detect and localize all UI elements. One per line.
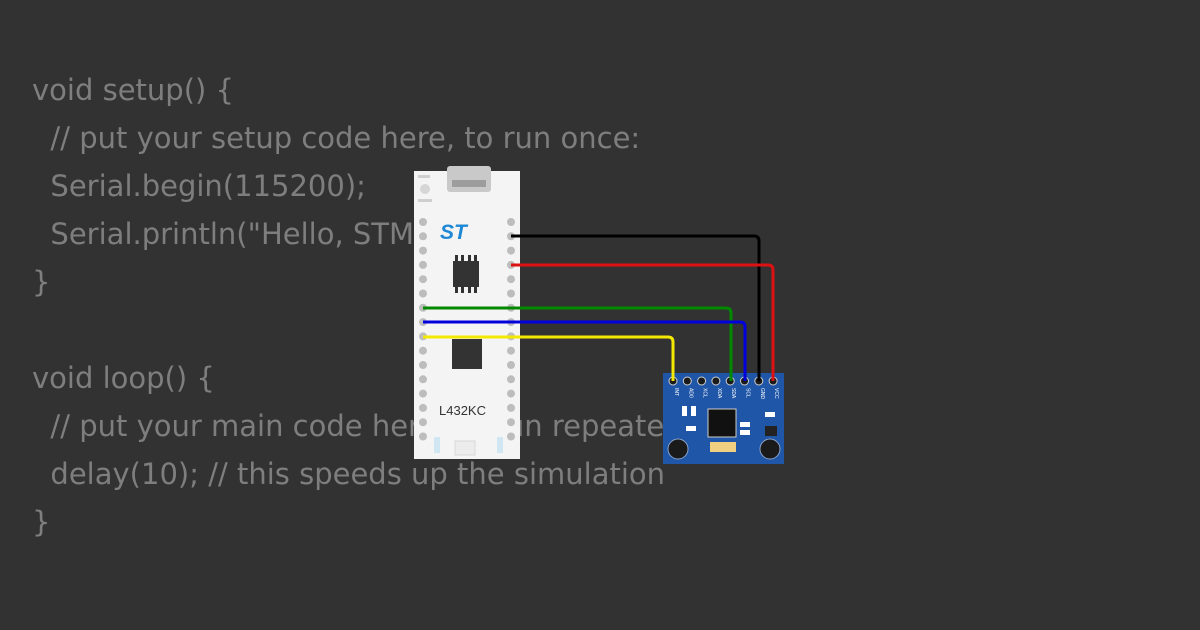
header-pin[interactable] bbox=[419, 232, 427, 241]
sensor-pin-label: INT bbox=[673, 388, 679, 396]
header-pin[interactable] bbox=[507, 389, 515, 398]
code-line: } bbox=[32, 505, 51, 539]
code-line: } bbox=[32, 265, 51, 299]
sensor-pin[interactable] bbox=[697, 376, 707, 386]
header-pin[interactable] bbox=[419, 418, 427, 427]
led-icon bbox=[418, 199, 432, 202]
mcu-chip bbox=[452, 339, 482, 369]
jumper-icon bbox=[497, 437, 503, 453]
reset-button-icon[interactable] bbox=[420, 184, 430, 194]
header-pin[interactable] bbox=[507, 418, 515, 427]
header-pin[interactable] bbox=[507, 375, 515, 384]
sensor-pin-label: GND bbox=[759, 388, 765, 400]
capacitor-icon bbox=[710, 442, 736, 452]
board-pins-right bbox=[507, 218, 515, 441]
header-pin[interactable] bbox=[419, 432, 427, 441]
jumper-icon bbox=[434, 437, 440, 453]
mount-hole-icon bbox=[667, 438, 689, 460]
sensor-pin-label: AD0 bbox=[687, 388, 693, 398]
wire-gnd[interactable] bbox=[511, 234, 761, 381]
header-pin[interactable] bbox=[419, 361, 427, 369]
regulator-icon bbox=[765, 426, 777, 436]
header-pin[interactable] bbox=[419, 260, 427, 269]
smd-components bbox=[682, 406, 775, 435]
usb-connector bbox=[447, 166, 491, 192]
sensor-pin-label: VCC bbox=[773, 388, 779, 399]
header-pin[interactable] bbox=[507, 432, 515, 441]
wire-sda[interactable] bbox=[423, 306, 733, 381]
button-icon bbox=[454, 440, 476, 456]
mpu6050-sensor[interactable]: INT AD0 XCL XDA SDA SCL GND VCC bbox=[663, 373, 784, 464]
usb-port-icon bbox=[452, 180, 486, 187]
wires bbox=[423, 234, 775, 381]
header-pin[interactable] bbox=[507, 218, 515, 226]
led-icon bbox=[418, 175, 430, 178]
header-pin[interactable] bbox=[507, 275, 515, 284]
flash-chip bbox=[453, 261, 479, 287]
stm32-nucleo-board[interactable]: ST L432KC bbox=[414, 166, 520, 459]
wire-vcc[interactable] bbox=[511, 263, 775, 381]
code-line: void setup() { bbox=[32, 73, 234, 107]
mount-hole-icon bbox=[759, 438, 781, 460]
header-pin[interactable] bbox=[507, 403, 515, 412]
header-pin[interactable] bbox=[419, 275, 427, 284]
code-line: void loop() { bbox=[32, 361, 215, 395]
sensor-pin-label: SCL bbox=[745, 388, 751, 398]
sensor-pin-label: SDA bbox=[730, 388, 736, 399]
wire-scl[interactable] bbox=[423, 320, 747, 381]
sensor-pins: INT AD0 XCL XDA SDA SCL GND VCC bbox=[668, 376, 779, 400]
sensor-pin-label: XDA bbox=[716, 388, 722, 399]
sensor-pin-label: XCL bbox=[702, 388, 708, 398]
header-pin[interactable] bbox=[507, 289, 515, 298]
code-line: Serial.begin(115200); bbox=[32, 169, 366, 203]
header-pin[interactable] bbox=[419, 346, 427, 355]
sensor-pin[interactable] bbox=[682, 376, 692, 386]
chip-pins bbox=[455, 255, 477, 293]
sensor-chip bbox=[707, 408, 737, 438]
header-pin[interactable] bbox=[419, 375, 427, 384]
header-pin[interactable] bbox=[507, 246, 515, 255]
st-logo: ST bbox=[440, 221, 469, 244]
code-editor[interactable]: void setup() { // put your setup code he… bbox=[32, 66, 716, 546]
header-pin[interactable] bbox=[419, 246, 427, 255]
header-pin[interactable] bbox=[419, 403, 427, 412]
code-line: // put your setup code here, to run once… bbox=[32, 121, 641, 155]
sensor-pin[interactable] bbox=[711, 376, 721, 386]
header-pin[interactable] bbox=[507, 346, 515, 355]
header-pin[interactable] bbox=[419, 389, 427, 398]
header-pin[interactable] bbox=[507, 361, 515, 369]
board-label: L432KC bbox=[439, 403, 486, 418]
header-pin[interactable] bbox=[419, 218, 427, 226]
code-line: delay(10); // this speeds up the simulat… bbox=[32, 457, 666, 491]
board-pcb bbox=[414, 171, 520, 459]
wire-int[interactable] bbox=[423, 335, 675, 381]
header-pin[interactable] bbox=[419, 289, 427, 298]
